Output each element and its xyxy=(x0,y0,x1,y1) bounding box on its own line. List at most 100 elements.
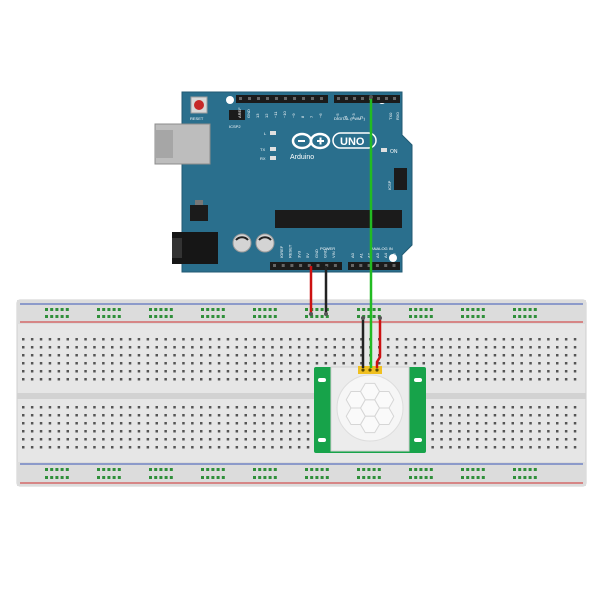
terminal-hole xyxy=(244,354,247,357)
terminal-hole xyxy=(467,354,470,357)
rail-hole xyxy=(107,315,111,318)
rail-hole xyxy=(362,476,366,479)
terminal-hole xyxy=(217,370,221,373)
terminal-hole xyxy=(306,346,310,349)
terminal-hole xyxy=(146,338,150,341)
terminal-hole xyxy=(449,354,452,357)
terminal-hole xyxy=(262,378,265,381)
rail-hole xyxy=(211,476,215,479)
terminal-hole xyxy=(297,438,301,441)
terminal-hole xyxy=(440,438,443,441)
terminal-hole xyxy=(511,370,514,373)
terminal-hole xyxy=(502,346,506,349)
tx0-label: TX0 xyxy=(388,112,393,120)
terminal-hole xyxy=(297,346,301,349)
terminal-hole xyxy=(30,354,34,357)
rx0-label: RX0 xyxy=(395,111,400,120)
header-pin xyxy=(275,97,278,100)
rail-hole xyxy=(518,476,522,479)
terminal-hole xyxy=(111,406,114,409)
rail-hole xyxy=(169,468,173,471)
rail-hole xyxy=(263,315,267,318)
terminal-hole xyxy=(111,370,114,373)
header-pin xyxy=(325,264,329,267)
rail-hole xyxy=(169,308,173,311)
terminal-hole xyxy=(458,354,461,357)
terminal-hole xyxy=(289,370,292,373)
terminal-hole xyxy=(538,346,541,349)
terminal-hole xyxy=(182,378,185,381)
wire-end xyxy=(361,316,365,320)
reset-button-cap[interactable] xyxy=(194,100,204,110)
header-pin xyxy=(353,97,356,100)
terminal-hole xyxy=(467,446,470,449)
terminal-hole xyxy=(173,438,176,441)
terminal-hole xyxy=(475,406,479,409)
terminal-hole xyxy=(253,338,256,341)
terminal-hole xyxy=(75,422,78,425)
rail-hole xyxy=(258,468,262,471)
rail-hole xyxy=(357,308,360,311)
terminal-hole xyxy=(573,422,577,425)
terminal-hole xyxy=(280,370,283,373)
led-l xyxy=(270,131,276,135)
terminal-hole xyxy=(128,346,132,349)
terminal-hole xyxy=(511,346,514,349)
terminal-hole xyxy=(386,338,390,341)
terminal-hole xyxy=(520,406,523,409)
terminal-hole xyxy=(493,430,497,433)
terminal-hole xyxy=(502,370,506,373)
terminal-hole xyxy=(538,362,541,365)
terminal-hole xyxy=(493,406,497,409)
terminal-hole xyxy=(333,346,336,349)
terminal-hole xyxy=(573,362,577,365)
rail-hole xyxy=(65,315,69,318)
terminal-hole xyxy=(280,346,283,349)
rail-hole xyxy=(201,308,204,311)
terminal-hole xyxy=(333,354,336,357)
rail-hole xyxy=(201,468,204,471)
terminal-hole xyxy=(289,338,292,341)
terminal-hole xyxy=(431,406,434,409)
terminal-hole xyxy=(484,338,488,341)
terminal-hole xyxy=(333,338,336,341)
rail-hole xyxy=(325,468,329,471)
rail-hole xyxy=(320,476,324,479)
terminal-hole xyxy=(164,446,167,449)
terminal-hole xyxy=(191,422,194,425)
terminal-hole xyxy=(146,370,150,373)
terminal-hole xyxy=(200,422,203,425)
terminal-hole xyxy=(262,422,265,425)
terminal-hole xyxy=(75,338,78,341)
rail-hole xyxy=(518,308,522,311)
terminal-hole xyxy=(556,430,559,433)
terminal-hole xyxy=(173,354,176,357)
terminal-hole xyxy=(155,422,158,425)
terminal-hole xyxy=(547,338,550,341)
terminal-hole xyxy=(271,414,274,417)
terminal-hole xyxy=(493,354,497,357)
header-pin xyxy=(257,97,260,100)
terminal-hole xyxy=(324,346,328,349)
terminal-hole xyxy=(511,446,514,449)
rail-hole xyxy=(117,476,121,479)
terminal-hole xyxy=(57,362,61,365)
terminal-hole xyxy=(111,346,114,349)
terminal-hole xyxy=(208,438,212,441)
terminal-hole xyxy=(217,406,221,409)
terminal-hole xyxy=(253,362,256,365)
header-pin xyxy=(290,264,294,267)
terminal-hole xyxy=(75,370,78,373)
rail-hole xyxy=(414,315,418,318)
terminal-hole xyxy=(84,338,87,341)
terminal-hole xyxy=(93,430,96,433)
on-label: ON xyxy=(390,149,398,155)
terminal-hole xyxy=(573,406,577,409)
rail-hole xyxy=(325,315,329,318)
sensor-pin xyxy=(368,368,372,372)
rail-hole xyxy=(50,308,54,311)
red-wire-sensor[interactable] xyxy=(375,318,382,368)
terminal-hole xyxy=(564,354,568,357)
sensor-pin xyxy=(361,368,365,372)
rail-hole xyxy=(97,308,100,311)
